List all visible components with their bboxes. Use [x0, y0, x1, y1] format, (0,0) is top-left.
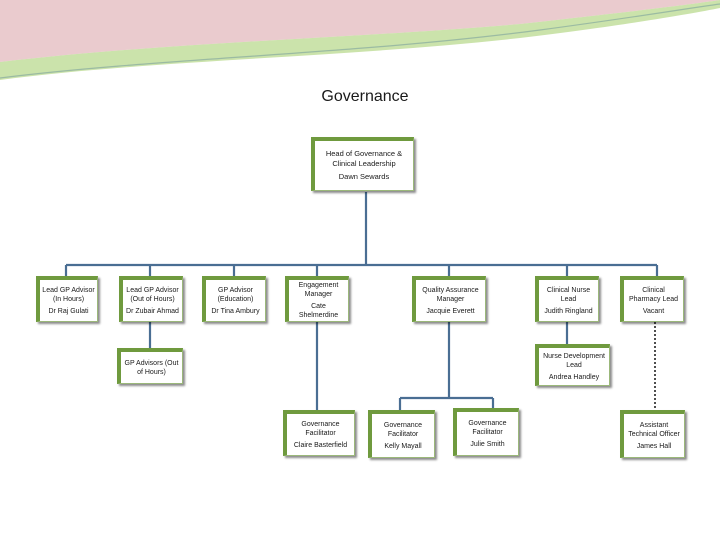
node-role: Assistant Technical Officer [626, 421, 682, 439]
node-name: Dr Raj Gulati [48, 307, 88, 316]
node-name: Jacquie Everett [426, 307, 474, 316]
node-role: Head of Governance & Clinical Leadership [317, 149, 411, 169]
node-gp-advisor-education: GP Advisor (Education) Dr Tina Ambury [202, 276, 266, 322]
node-role: Governance Facilitator [374, 421, 432, 439]
node-gp-advisors-out-of-hours: GP Advisors (Out of Hours) [117, 348, 183, 384]
node-name: Dr Zubair Ahmad [126, 307, 179, 316]
node-governance-facilitator-3: Governance Facilitator Julie Smith [453, 408, 519, 456]
node-engagement-manager: Engagement Manager Cate Shelmerdine [285, 276, 349, 322]
node-role: Lead GP Advisor (Out of Hours) [125, 286, 180, 304]
node-name: Claire Basterfield [294, 441, 347, 450]
node-quality-assurance-manager: Quality Assurance Manager Jacquie Everet… [412, 276, 486, 322]
node-name: Julie Smith [470, 440, 504, 449]
node-role: Governance Facilitator [459, 419, 516, 437]
node-name: Cate Shelmerdine [291, 302, 346, 320]
node-name: Kelly Mayall [384, 442, 421, 451]
node-governance-facilitator-2: Governance Facilitator Kelly Mayall [368, 410, 435, 458]
node-name: Andrea Handley [549, 373, 599, 382]
node-name: Vacant [643, 307, 664, 316]
node-nurse-development-lead: Nurse Development Lead Andrea Handley [535, 344, 610, 386]
node-role: Clinical Pharmacy Lead [626, 286, 681, 304]
node-name: Judith Ringland [544, 307, 592, 316]
node-name: Dawn Sewards [339, 172, 389, 182]
node-role: Lead GP Advisor (In Hours) [42, 286, 95, 304]
node-clinical-pharmacy-lead: Clinical Pharmacy Lead Vacant [620, 276, 684, 322]
node-name: James Hall [637, 442, 672, 451]
node-role: Nurse Development Lead [541, 352, 607, 370]
node-role: Clinical Nurse Lead [541, 286, 596, 304]
node-role: Quality Assurance Manager [418, 286, 483, 304]
node-governance-facilitator-1: Governance Facilitator Claire Basterfiel… [283, 410, 355, 456]
node-head-of-governance: Head of Governance & Clinical Leadership… [311, 137, 414, 191]
node-assistant-technical-officer: Assistant Technical Officer James Hall [620, 410, 685, 458]
node-role: GP Advisors (Out of Hours) [123, 359, 180, 377]
node-role: GP Advisor (Education) [208, 286, 263, 304]
node-lead-gp-advisor-in-hours: Lead GP Advisor (In Hours) Dr Raj Gulati [36, 276, 98, 322]
node-clinical-nurse-lead: Clinical Nurse Lead Judith Ringland [535, 276, 599, 322]
node-name: Dr Tina Ambury [211, 307, 259, 316]
node-role: Governance Facilitator [289, 420, 352, 438]
node-role: Engagement Manager [291, 281, 346, 299]
node-lead-gp-advisor-out-of-hours: Lead GP Advisor (Out of Hours) Dr Zubair… [119, 276, 183, 322]
